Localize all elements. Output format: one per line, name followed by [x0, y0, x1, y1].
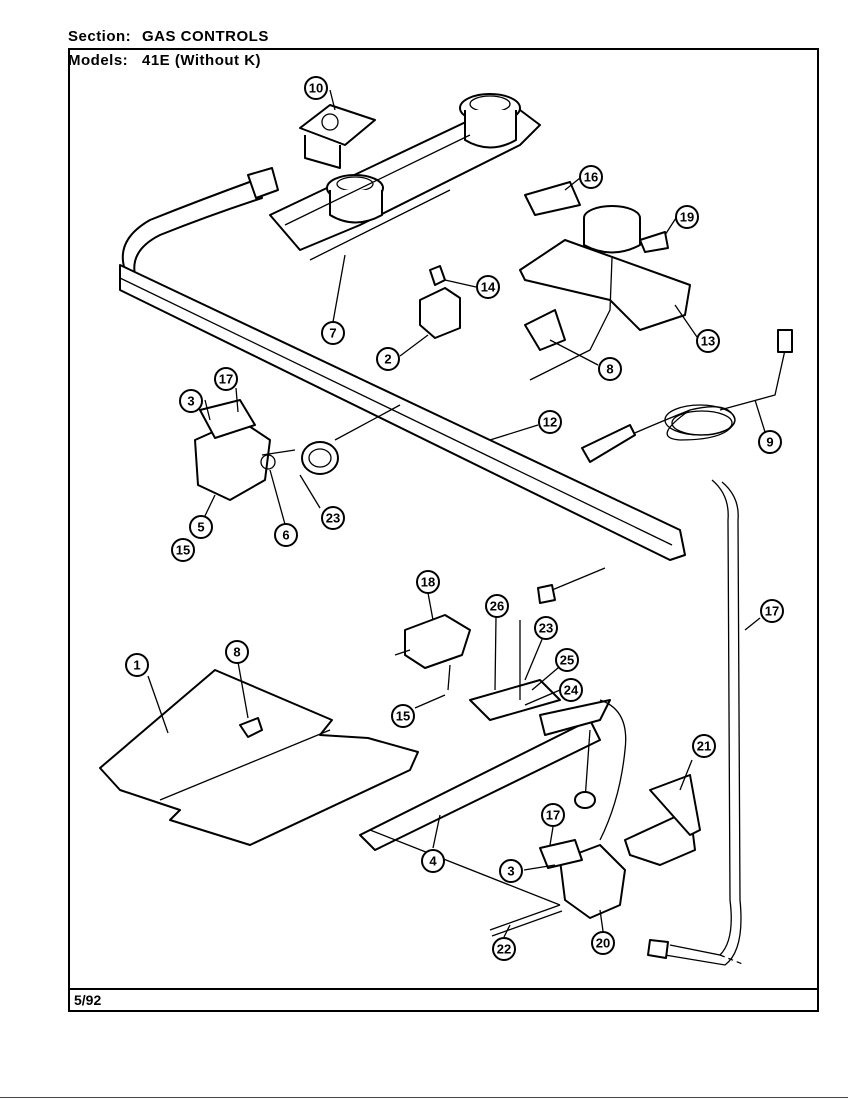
svg-text:26: 26 — [490, 599, 504, 614]
svg-text:17: 17 — [546, 808, 560, 823]
callout-24: 24 — [559, 678, 583, 702]
callout-21: 21 — [692, 734, 716, 758]
callout-3-top: 3 — [179, 389, 203, 413]
svg-text:3: 3 — [187, 394, 194, 409]
callout-3-bottom: 3 — [499, 859, 523, 883]
svg-text:12: 12 — [543, 415, 557, 430]
svg-text:6: 6 — [282, 528, 289, 543]
svg-text:10: 10 — [309, 81, 323, 96]
footer-date: 5/92 — [74, 992, 102, 1008]
svg-text:1: 1 — [133, 658, 140, 673]
svg-text:19: 19 — [680, 210, 694, 225]
callout-6: 6 — [274, 523, 298, 547]
callout-18: 18 — [416, 570, 440, 594]
svg-text:8: 8 — [606, 362, 613, 377]
svg-text:8: 8 — [233, 645, 240, 660]
page-bottom-rule — [0, 1097, 848, 1098]
models-value: 41E (Without K) — [142, 52, 262, 69]
svg-text:2: 2 — [384, 352, 391, 367]
clip-assembly — [419, 265, 461, 339]
callout-23-top: 23 — [321, 506, 345, 530]
svg-text:9: 9 — [766, 435, 773, 450]
section-label: Section: — [68, 28, 132, 45]
gas-line-tube — [647, 479, 746, 966]
callout-4: 4 — [421, 849, 445, 873]
callout-15-top: 15 — [171, 538, 195, 562]
callout-16: 16 — [579, 165, 603, 189]
mounting-bracket — [624, 774, 701, 866]
burner-valve-18 — [394, 567, 606, 691]
svg-text:20: 20 — [596, 936, 610, 951]
callout-9: 9 — [758, 430, 782, 454]
manifold-bar — [119, 264, 686, 561]
section-heading: Section: GAS CONTROLS — [68, 28, 269, 45]
callout-17-bottom: 17 — [541, 803, 565, 827]
svg-text:23: 23 — [539, 621, 553, 636]
svg-text:3: 3 — [507, 864, 514, 879]
callout-2: 2 — [376, 347, 400, 371]
callout-26: 26 — [485, 594, 509, 618]
lower-valve-assembly — [369, 829, 626, 937]
callout-8-bottom: 8 — [225, 640, 249, 664]
svg-text:15: 15 — [176, 543, 190, 558]
svg-text:24: 24 — [564, 683, 579, 698]
callout-19: 19 — [675, 205, 699, 229]
svg-text:16: 16 — [584, 170, 598, 185]
callout-23-bottom: 23 — [534, 616, 558, 640]
svg-text:5: 5 — [197, 520, 204, 535]
callout-14: 14 — [476, 275, 500, 299]
callout-10: 10 — [304, 76, 328, 100]
models-heading: Models: 41E (Without K) — [68, 52, 261, 69]
burner-assembly — [269, 93, 541, 261]
svg-text:17: 17 — [219, 372, 233, 387]
callout-5: 5 — [189, 515, 213, 539]
heat-shield — [99, 669, 419, 846]
manifold-tube — [121, 167, 279, 276]
svg-text:25: 25 — [560, 653, 574, 668]
svg-text:23: 23 — [326, 511, 340, 526]
callout-8-top: 8 — [598, 357, 622, 381]
callout-1: 1 — [125, 653, 149, 677]
callout-25: 25 — [555, 648, 579, 672]
callout-leaders — [147, 89, 766, 938]
svg-text:15: 15 — [396, 709, 410, 724]
callouts: 10 16 19 14 7 2 13 8 17 3 12 9 5 15 6 23… — [125, 76, 784, 961]
callout-7: 7 — [321, 321, 345, 345]
callout-13: 13 — [696, 329, 720, 353]
callout-22: 22 — [492, 937, 516, 961]
callout-12: 12 — [538, 410, 562, 434]
svg-text:13: 13 — [701, 334, 715, 349]
thermostat-capillary — [581, 329, 793, 463]
callout-15-bottom: 15 — [391, 704, 415, 728]
part-10-fitting — [299, 104, 376, 169]
lower-rail — [359, 620, 627, 851]
models-label: Models: — [68, 52, 129, 69]
svg-text:4: 4 — [429, 854, 437, 869]
thermostat-body — [519, 181, 691, 381]
callout-17-top: 17 — [214, 367, 238, 391]
callout-17-right: 17 — [760, 599, 784, 623]
svg-text:17: 17 — [765, 604, 779, 619]
footer-divider — [68, 988, 819, 990]
svg-text:21: 21 — [697, 739, 711, 754]
svg-text:14: 14 — [481, 280, 496, 295]
section-value: GAS CONTROLS — [142, 28, 269, 45]
diagram-frame — [68, 48, 819, 1012]
top-valve-assembly — [194, 399, 401, 501]
svg-text:22: 22 — [497, 942, 511, 957]
svg-text:18: 18 — [421, 575, 435, 590]
svg-text:7: 7 — [329, 326, 336, 341]
callout-20: 20 — [591, 931, 615, 955]
